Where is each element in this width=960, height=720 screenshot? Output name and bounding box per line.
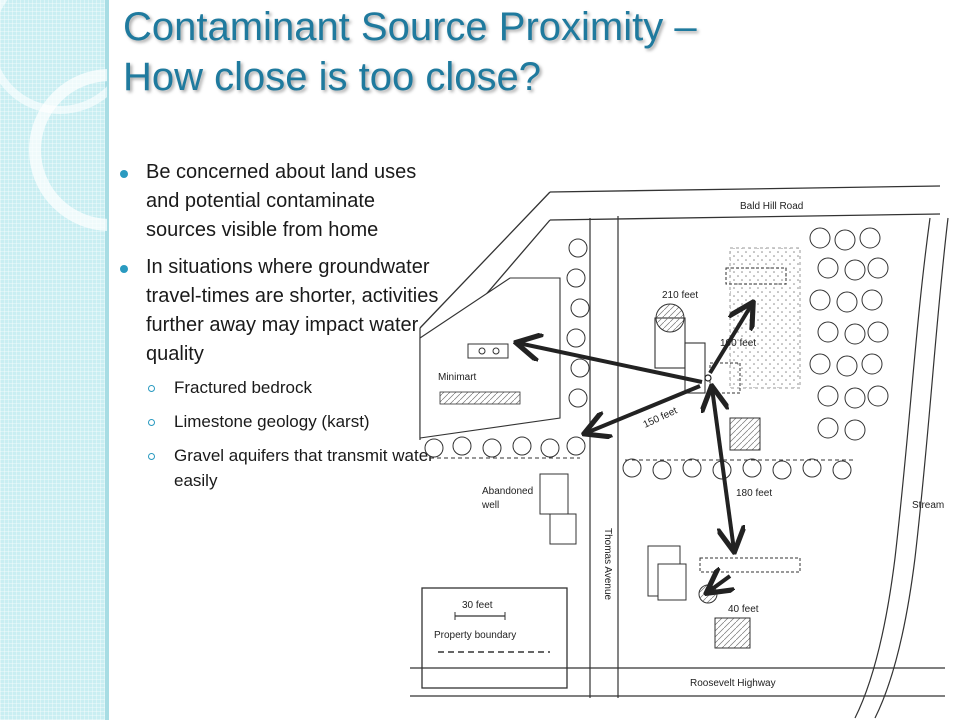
title-line-1: Contaminant Source Proximity – <box>123 5 697 49</box>
slide-title: Contaminant Source Proximity – How close… <box>123 2 943 102</box>
sidebar-decoration <box>0 0 107 231</box>
bullet-text: In situations where groundwater travel-t… <box>146 256 439 365</box>
sub-bullet-text: Gravel aquifers that transmit water easi… <box>174 446 434 490</box>
title-line-2: How close is too close? <box>123 55 541 99</box>
road-label-top: Bald Hill Road <box>740 201 803 212</box>
thomas-avenue: Thomas Avenue <box>589 216 619 698</box>
bullet-text: Be concerned about land uses and potenti… <box>146 161 417 241</box>
stream: Stream <box>854 217 949 719</box>
ring-bullet-icon <box>148 419 155 426</box>
sub-bullet-item: Limestone geology (karst) <box>146 409 450 434</box>
distance-100: 100 feet <box>720 338 756 349</box>
bullet-item: In situations where groundwater travel-t… <box>120 253 450 493</box>
sub-bullet-item: Fractured bedrock <box>146 375 450 400</box>
stream-label: Stream <box>912 500 944 511</box>
lower-house <box>647 545 801 649</box>
minimart-label: Minimart <box>438 372 477 383</box>
ring-bullet-icon <box>148 453 155 460</box>
field-area <box>729 247 801 389</box>
avenue-label: Thomas Avenue <box>602 528 613 601</box>
property-boundary-label: Property boundary <box>434 630 516 641</box>
slide-sidebar <box>0 0 107 720</box>
ring-bullet-icon <box>148 385 155 392</box>
distance-arrows <box>518 304 752 592</box>
sidebar-edge <box>105 0 109 720</box>
sub-bullet-text: Limestone geology (karst) <box>174 412 370 431</box>
site-map-illustration: Bald Hill Road Minimart Thomas Avenue <box>410 185 949 719</box>
sub-bullet-item: Gravel aquifers that transmit water easi… <box>146 443 450 493</box>
well-marker <box>704 374 712 382</box>
distance-180: 180 feet <box>736 488 772 499</box>
abandoned-well-lot: Abandoned well <box>481 473 577 545</box>
arrow-210-feet <box>518 343 703 384</box>
arrow-150-feet <box>586 384 701 433</box>
arrow-180-feet <box>712 388 734 550</box>
bullet-dot-icon <box>120 265 128 273</box>
distance-210: 210 feet <box>662 290 698 301</box>
abandoned-label-2: well <box>481 500 499 511</box>
scale-label: 30 feet <box>462 600 493 611</box>
bullet-dot-icon <box>120 170 128 178</box>
roosevelt-highway: Roosevelt Highway <box>410 667 945 697</box>
arrow-40-feet <box>708 576 730 592</box>
bald-hill-road: Bald Hill Road <box>549 185 941 221</box>
legend-box: 30 feet Property boundary <box>421 587 568 689</box>
orchard-trees <box>809 227 889 441</box>
distance-40: 40 feet <box>728 604 759 615</box>
road-label-bottom: Roosevelt Highway <box>690 678 776 689</box>
minimart-building: Minimart <box>419 277 561 439</box>
arrow-100-feet <box>708 304 752 375</box>
bullet-item: Be concerned about land uses and potenti… <box>120 158 450 245</box>
sub-bullet-list: Fractured bedrock Limestone geology (kar… <box>146 375 450 493</box>
bullet-list: Be concerned about land uses and potenti… <box>120 158 450 502</box>
sub-bullet-text: Fractured bedrock <box>174 378 312 397</box>
abandoned-label-1: Abandoned <box>482 486 533 497</box>
